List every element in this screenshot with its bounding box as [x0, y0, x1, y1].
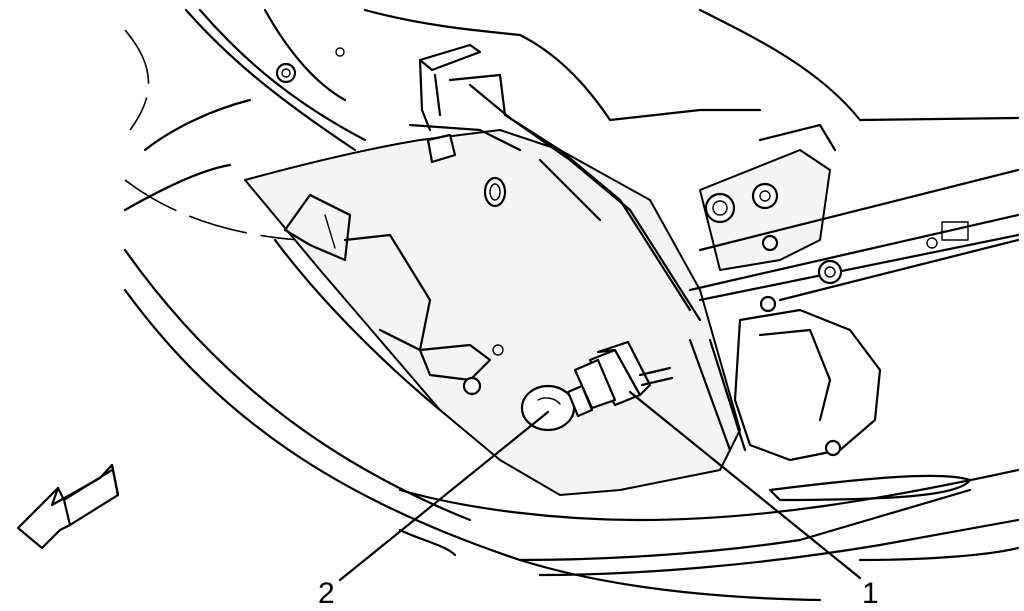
upper-bracket — [408, 43, 702, 322]
lamp-socket — [573, 340, 674, 410]
lamp-bulb — [520, 384, 594, 432]
forward-direction-arrow-icon — [16, 463, 120, 550]
leader-line-2 — [338, 410, 550, 582]
fender-outline — [184, 8, 1020, 152]
callout-label-1: 1 — [862, 577, 879, 610]
bumper-fascia — [398, 468, 1020, 577]
leader-line-1 — [628, 390, 862, 580]
callout-leaders — [338, 390, 862, 582]
radiator-support — [688, 123, 1020, 462]
callout-label-2: 2 — [318, 577, 335, 610]
